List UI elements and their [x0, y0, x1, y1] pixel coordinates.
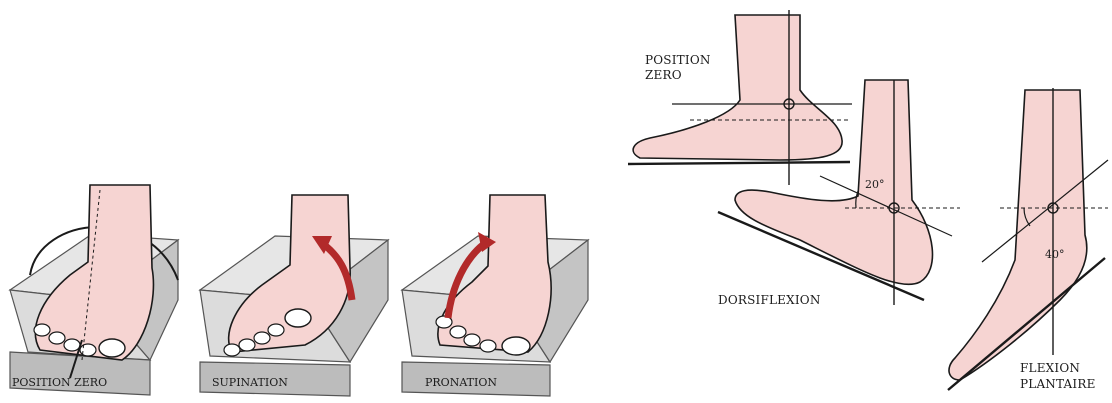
toe	[464, 334, 480, 346]
label-supination: SUPINATION	[212, 376, 288, 389]
label-dorsiflexion: DORSIFLEXION	[718, 293, 821, 307]
toe	[480, 340, 496, 352]
big-toe	[502, 337, 530, 355]
ground-line	[628, 162, 850, 164]
toe	[64, 339, 80, 351]
toe	[80, 344, 96, 356]
foot-side-neutral-icon	[633, 15, 842, 160]
dorsiflexion-angle: 20°	[865, 178, 885, 191]
label-position-zero-line2: ZERO	[645, 68, 682, 82]
figure-ankle-position-zero: POSITION ZERO	[628, 10, 852, 185]
toe	[49, 332, 65, 344]
toe	[239, 339, 255, 351]
label-position-zero-line1: POSITION	[645, 53, 711, 67]
big-toe	[285, 309, 311, 327]
plantar-angle: 40°	[1045, 248, 1065, 261]
figure-supination: SUPINATION	[200, 195, 388, 396]
label-pronation: PRONATION	[425, 376, 497, 389]
label-plantar-line2: PLANTAIRE	[1020, 377, 1096, 391]
toe	[34, 324, 50, 336]
big-toe	[99, 339, 125, 357]
toe	[450, 326, 466, 338]
figure-plantar-flexion: 40° FLEXION PLANTAIRE	[948, 88, 1108, 391]
toe	[224, 344, 240, 356]
toe	[268, 324, 284, 336]
figure-position-zero: POSITION ZERO	[10, 185, 178, 395]
label-position-zero: POSITION ZERO	[12, 376, 107, 389]
foot-side-plantar-icon	[949, 90, 1087, 380]
figure-pronation: PRONATION	[402, 195, 588, 396]
label-plantar-line1: FLEXION	[1020, 361, 1080, 375]
toe	[254, 332, 270, 344]
